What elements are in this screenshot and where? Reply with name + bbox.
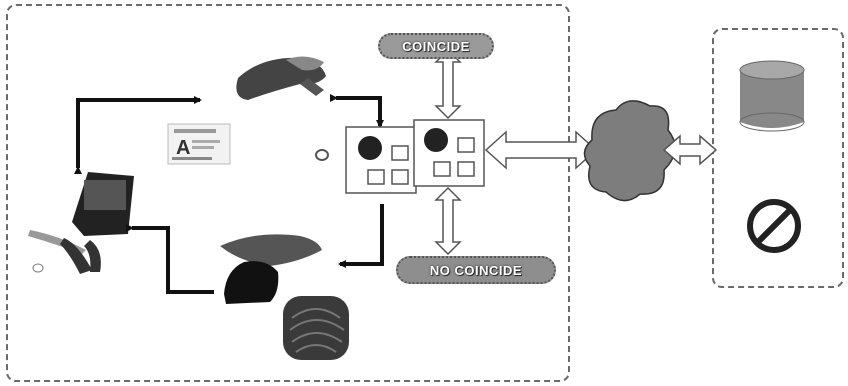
- handheld-device-icon: [28, 172, 134, 274]
- database-icon: [739, 60, 805, 132]
- remote-double-arrow: [662, 134, 718, 166]
- local-system-frame: [6, 4, 570, 382]
- fingerprint-icon: [283, 296, 349, 360]
- fingerprint-reader-icon: [220, 234, 322, 304]
- match-label: COINCIDE: [378, 33, 494, 59]
- network-double-arrow: [484, 130, 598, 170]
- cloud-network-icon: [583, 100, 676, 202]
- match-double-arrow: [434, 48, 462, 120]
- prohibited-icon: [747, 199, 801, 253]
- disc-icon: [315, 149, 329, 161]
- terminal-panel-icon: [345, 119, 485, 194]
- no-match-label: NO COINCIDE: [396, 256, 556, 284]
- remote-system-frame: [712, 28, 844, 288]
- id-card-icon: A: [167, 123, 231, 165]
- barcode-scanner-icon: [236, 56, 326, 100]
- no-match-double-arrow: [434, 186, 462, 256]
- svg-text:A: A: [176, 137, 190, 159]
- flow-arrows: [74, 94, 384, 294]
